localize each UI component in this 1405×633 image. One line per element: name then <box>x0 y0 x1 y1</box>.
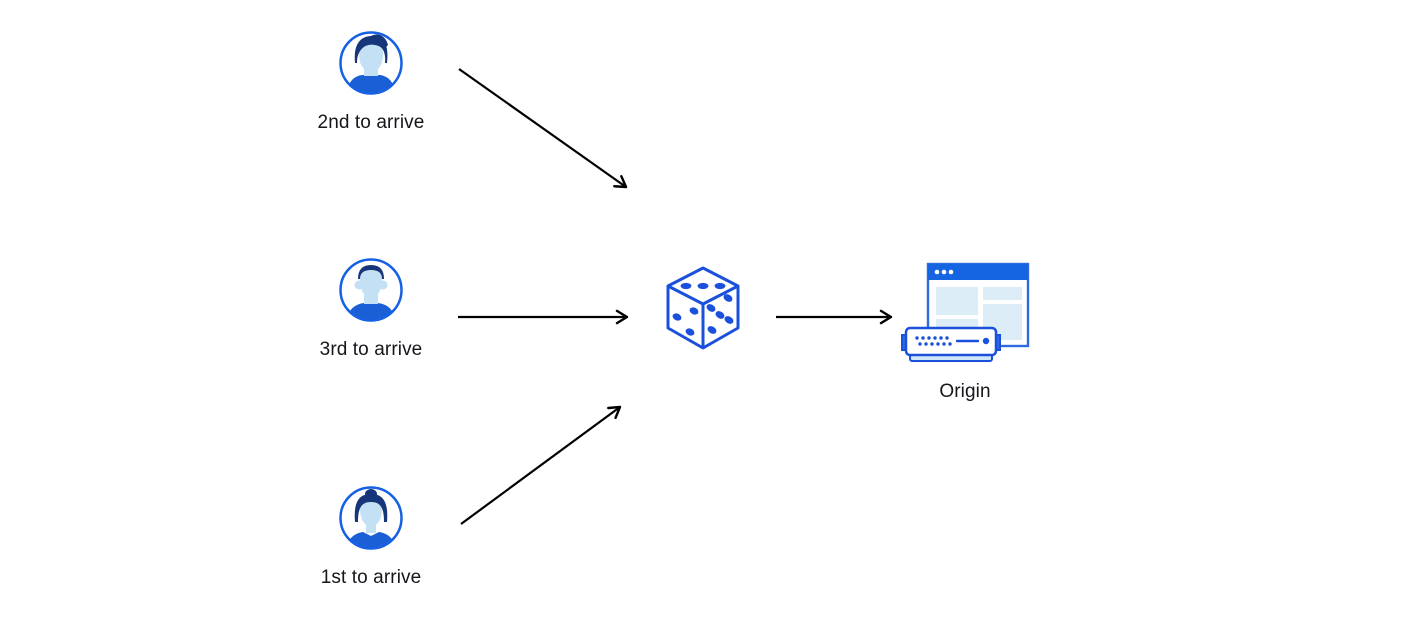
user-node-2nd-to-arrive: 2nd to arrive <box>301 30 441 134</box>
female-avatar-bun-hair-icon <box>339 486 403 550</box>
user-node-3rd-to-arrive: 3rd to arrive <box>301 257 441 361</box>
arrow-user1-to-dice <box>460 405 622 525</box>
origin-server-browser-icon <box>901 262 1030 362</box>
user-label: 3rd to arrive <box>319 339 423 360</box>
male-avatar-short-hair-icon <box>339 258 403 322</box>
user-label: 1st to arrive <box>320 567 422 588</box>
user-node-1st-to-arrive: 1st to arrive <box>301 485 441 589</box>
origin-label: Origin <box>939 381 991 402</box>
dice-icon <box>666 266 740 350</box>
user-label: 2nd to arrive <box>317 112 425 133</box>
dice-router-node <box>665 265 741 356</box>
male-avatar-swoop-hair-icon <box>339 31 403 95</box>
arrow-user2-to-dice <box>458 68 628 189</box>
server-icon <box>901 326 1001 362</box>
origin-node: Origin <box>900 262 1030 403</box>
